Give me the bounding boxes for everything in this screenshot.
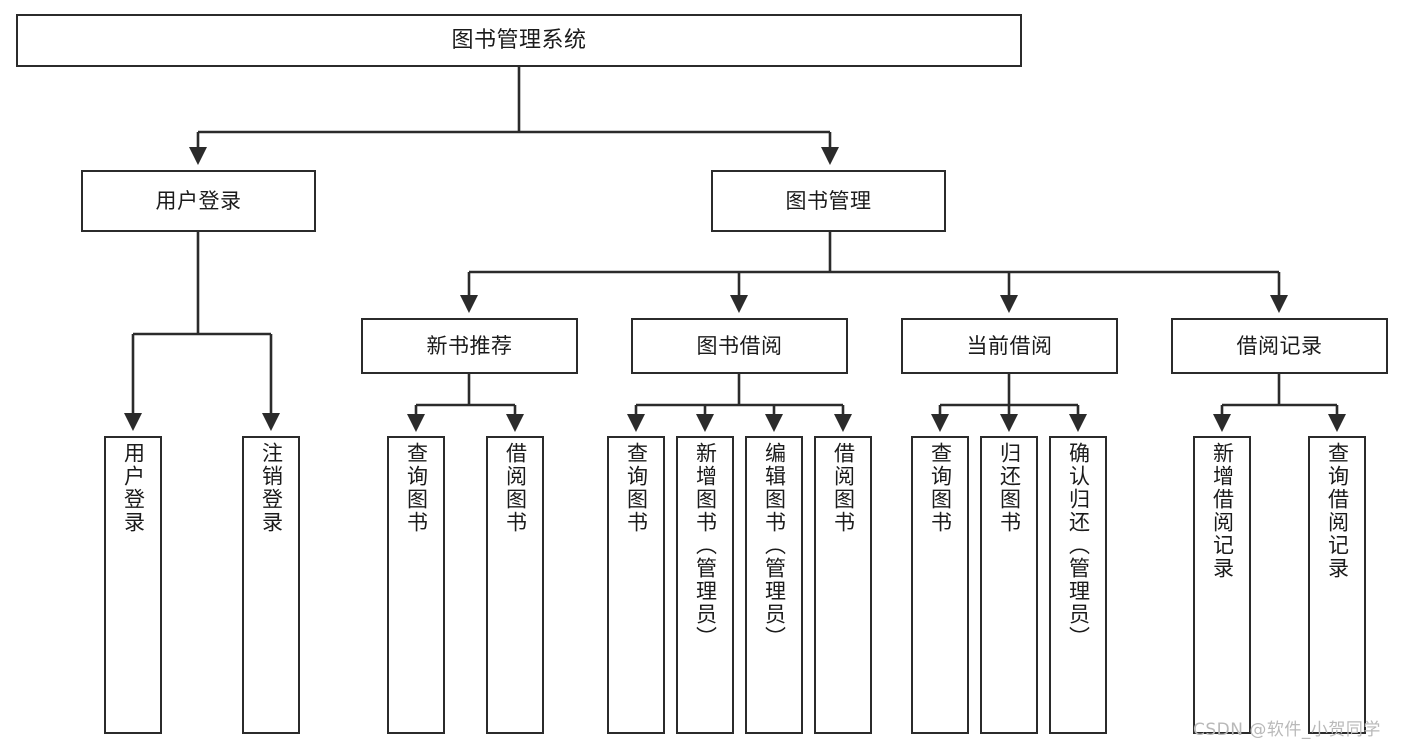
node-leaf-user-login-2[interactable]: 注销登录 <box>242 436 300 734</box>
node-leaf-book-borrow-4[interactable]: 借阅图书 <box>814 436 872 734</box>
node-root[interactable]: 图书管理系统 <box>16 14 1022 67</box>
node-new-book-label: 新书推荐 <box>426 333 513 358</box>
node-leaf-label: 编辑图书（管理员） <box>762 442 787 649</box>
node-leaf-borrow-record-2[interactable]: 查询借阅记录 <box>1308 436 1366 734</box>
node-leaf-book-borrow-2[interactable]: 新增图书（管理员） <box>676 436 734 734</box>
node-leaf-label: 注销登录 <box>259 442 284 534</box>
node-user-login-label: 用户登录 <box>155 188 242 213</box>
node-leaf-borrow-record-1[interactable]: 新增借阅记录 <box>1193 436 1251 734</box>
node-leaf-label: 用户登录 <box>121 442 146 534</box>
node-leaf-book-borrow-1[interactable]: 查询图书 <box>607 436 665 734</box>
node-leaf-label: 查询图书 <box>928 442 953 534</box>
node-new-book[interactable]: 新书推荐 <box>361 318 578 374</box>
node-root-label: 图书管理系统 <box>451 27 587 53</box>
node-leaf-label: 新增图书（管理员） <box>693 442 718 649</box>
node-current-borrow[interactable]: 当前借阅 <box>901 318 1118 374</box>
node-leaf-label: 查询图书 <box>624 442 649 534</box>
node-leaf-label: 确认归还（管理员） <box>1066 442 1091 649</box>
node-leaf-label: 借阅图书 <box>831 442 856 534</box>
node-leaf-current-borrow-1[interactable]: 查询图书 <box>911 436 969 734</box>
node-current-borrow-label: 当前借阅 <box>966 333 1053 358</box>
node-leaf-label: 查询图书 <box>404 442 429 534</box>
node-borrow-record-label: 借阅记录 <box>1236 333 1323 358</box>
node-book-manage-label: 图书管理 <box>785 188 872 213</box>
node-leaf-book-borrow-3[interactable]: 编辑图书（管理员） <box>745 436 803 734</box>
node-book-borrow[interactable]: 图书借阅 <box>631 318 848 374</box>
node-leaf-label: 查询借阅记录 <box>1325 442 1350 580</box>
node-user-login[interactable]: 用户登录 <box>81 170 316 232</box>
node-leaf-current-borrow-2[interactable]: 归还图书 <box>980 436 1038 734</box>
node-book-manage[interactable]: 图书管理 <box>711 170 946 232</box>
node-leaf-new-book-1[interactable]: 查询图书 <box>387 436 445 734</box>
node-leaf-label: 借阅图书 <box>503 442 528 534</box>
node-borrow-record[interactable]: 借阅记录 <box>1171 318 1388 374</box>
node-leaf-new-book-2[interactable]: 借阅图书 <box>486 436 544 734</box>
node-leaf-current-borrow-3[interactable]: 确认归还（管理员） <box>1049 436 1107 734</box>
node-leaf-user-login-1[interactable]: 用户登录 <box>104 436 162 734</box>
node-leaf-label: 新增借阅记录 <box>1210 442 1235 580</box>
node-book-borrow-label: 图书借阅 <box>696 333 783 358</box>
node-leaf-label: 归还图书 <box>997 442 1022 534</box>
watermark-text: CSDN @软件_小贺同学 <box>1193 720 1381 740</box>
